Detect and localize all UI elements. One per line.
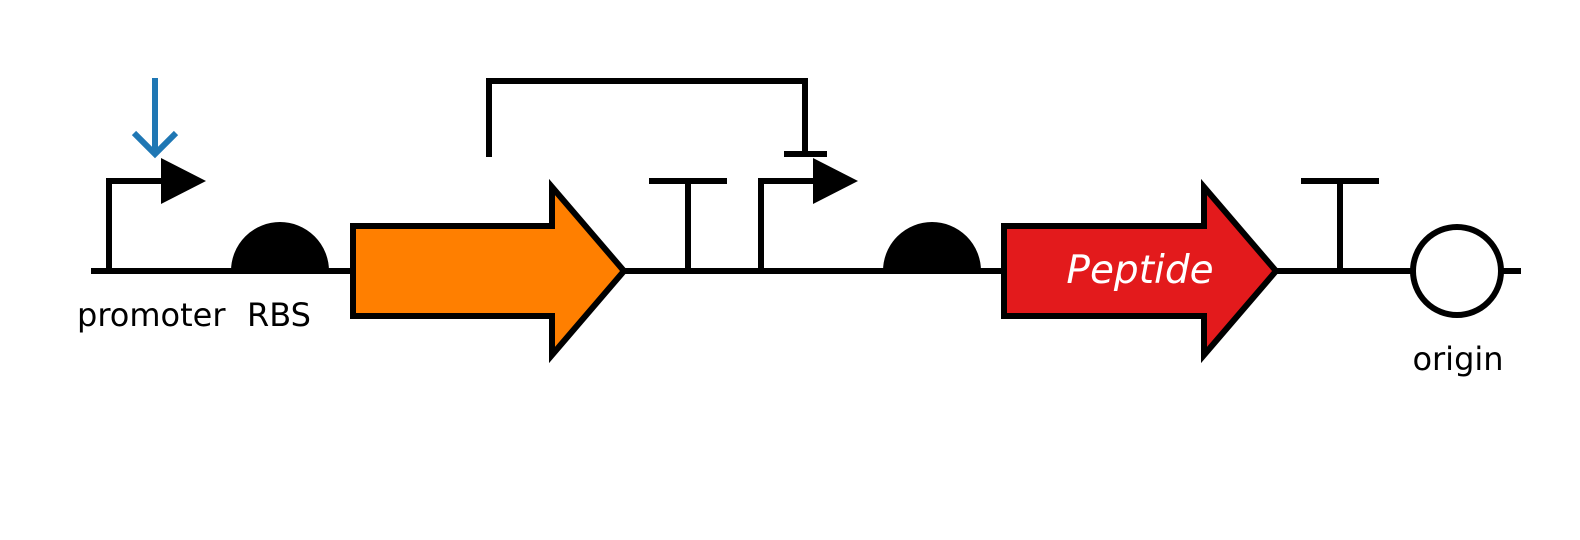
inducer-arrow-icon	[131, 78, 179, 159]
rbs-2-half-circle-icon	[882, 222, 982, 273]
origin-circle-icon	[1410, 224, 1504, 318]
origin-label: origin	[1412, 340, 1503, 378]
gene-2-label: Peptide	[1066, 248, 1213, 293]
repression-arrow-icon	[486, 78, 827, 157]
cds-1-block-arrow-icon	[350, 178, 628, 364]
terminator-2-t-shape-icon	[1301, 178, 1379, 271]
cds-2-block-arrow-icon	[1001, 178, 1280, 364]
rbs-1-half-circle-icon	[230, 222, 330, 273]
promoter-2-bent-arrow-icon	[758, 158, 858, 271]
terminator-1-t-shape-icon	[649, 178, 727, 271]
promoter-1-bent-arrow-icon	[106, 158, 206, 271]
rbs-label: RBS	[247, 296, 311, 334]
promoter-label: promoter	[77, 296, 226, 334]
